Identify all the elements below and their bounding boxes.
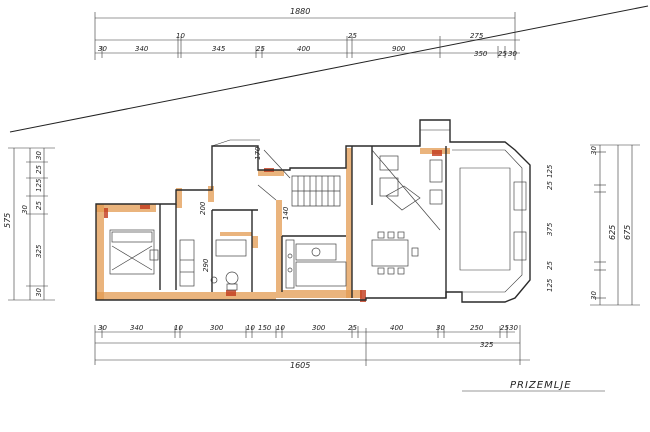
bottom-dim-2: 340 (130, 324, 144, 332)
top-dim-4: 345 (212, 45, 226, 53)
top-dim-7: 25 (348, 32, 357, 40)
bottom-dim-3: 10 (174, 324, 183, 332)
bottom-dim-1: 30 (98, 324, 107, 332)
bottom-dim-12: 250 (470, 324, 484, 332)
left-dim-7: 30 (35, 288, 43, 297)
bottom-subtotal-dim: 325 (480, 341, 494, 349)
bottom-dim-5: 10 (246, 324, 255, 332)
right-dim-4: 375 (546, 222, 554, 236)
left-dim-1: 30 (35, 151, 43, 160)
right-dimension-chain: 30 125 25 375 25 125 30 625 675 (546, 144, 640, 306)
plan-title: PRIZEMLJE (510, 380, 572, 391)
top-dim-5: 25 (256, 45, 265, 53)
top-dim-8: 900 (392, 45, 406, 53)
bottom-dim-7: 10 (276, 324, 285, 332)
top-dim-3: 10 (176, 32, 185, 40)
right-total-dim: 675 (623, 225, 632, 240)
left-dim-2: 25 (35, 165, 43, 174)
left-dim-3: 125 (35, 178, 43, 192)
living-room-seating (371, 149, 443, 231)
top-dim-10: 350 (474, 50, 488, 58)
left-dim-6: 325 (35, 244, 43, 258)
top-dim-9: 275 (470, 32, 484, 40)
top-dim-12: 30 (508, 50, 517, 58)
top-dim-6: 400 (297, 45, 311, 53)
bathroom-fixtures (210, 239, 247, 291)
dining-table (371, 231, 419, 275)
room-dim-1: 200 (199, 201, 207, 215)
top-total-dim: 1880 (290, 7, 310, 16)
right-dim-5: 25 (546, 261, 554, 270)
top-dimension-chain: 1880 30 340 10 345 25 400 25 900 275 350… (94, 7, 520, 60)
right-dim-3: 25 (546, 181, 554, 190)
bottom-dim-4: 300 (210, 324, 224, 332)
bottom-dim-11: 30 (436, 324, 445, 332)
bottom-dimension-chain: 30 340 10 300 10 150 10 300 25 400 30 25… (94, 324, 530, 370)
bottom-total-dim: 1605 (290, 361, 310, 370)
wardrobe (179, 239, 195, 287)
room-dim-2: 290 (202, 258, 210, 272)
bottom-dim-6: 150 (258, 324, 272, 332)
left-dim-5: 30 (21, 205, 29, 214)
building-walls (95, 119, 531, 303)
right-dim-6: 125 (546, 278, 554, 292)
left-dim-4: 25 (35, 201, 43, 210)
room-dim-4: 170 (254, 146, 262, 160)
bottom-dim-10: 400 (390, 324, 404, 332)
bed (109, 229, 159, 275)
room-dim-3: 140 (282, 206, 290, 220)
right-dim-2: 125 (546, 164, 554, 178)
top-dim-1: 30 (98, 45, 107, 53)
right-subtotal-dim: 625 (608, 225, 617, 240)
kitchen-counter (285, 239, 347, 289)
site-boundary-line (9, 5, 649, 133)
bottom-dim-14: 30 (509, 324, 518, 332)
left-total-dim: 575 (3, 213, 12, 228)
right-dim-7: 30 (590, 291, 598, 300)
top-dim-2: 340 (135, 45, 149, 53)
drawing-title: PRIZEMLJE (462, 380, 605, 392)
top-dim-11: 25 (498, 50, 507, 58)
left-dimension-chain: 575 30 25 125 25 30 325 30 (3, 147, 55, 301)
right-dim-1: 30 (590, 146, 598, 155)
bottom-dim-8: 300 (312, 324, 326, 332)
bottom-dim-9: 25 (348, 324, 357, 332)
staircase (257, 149, 341, 207)
bottom-dim-13: 25 (500, 324, 509, 332)
